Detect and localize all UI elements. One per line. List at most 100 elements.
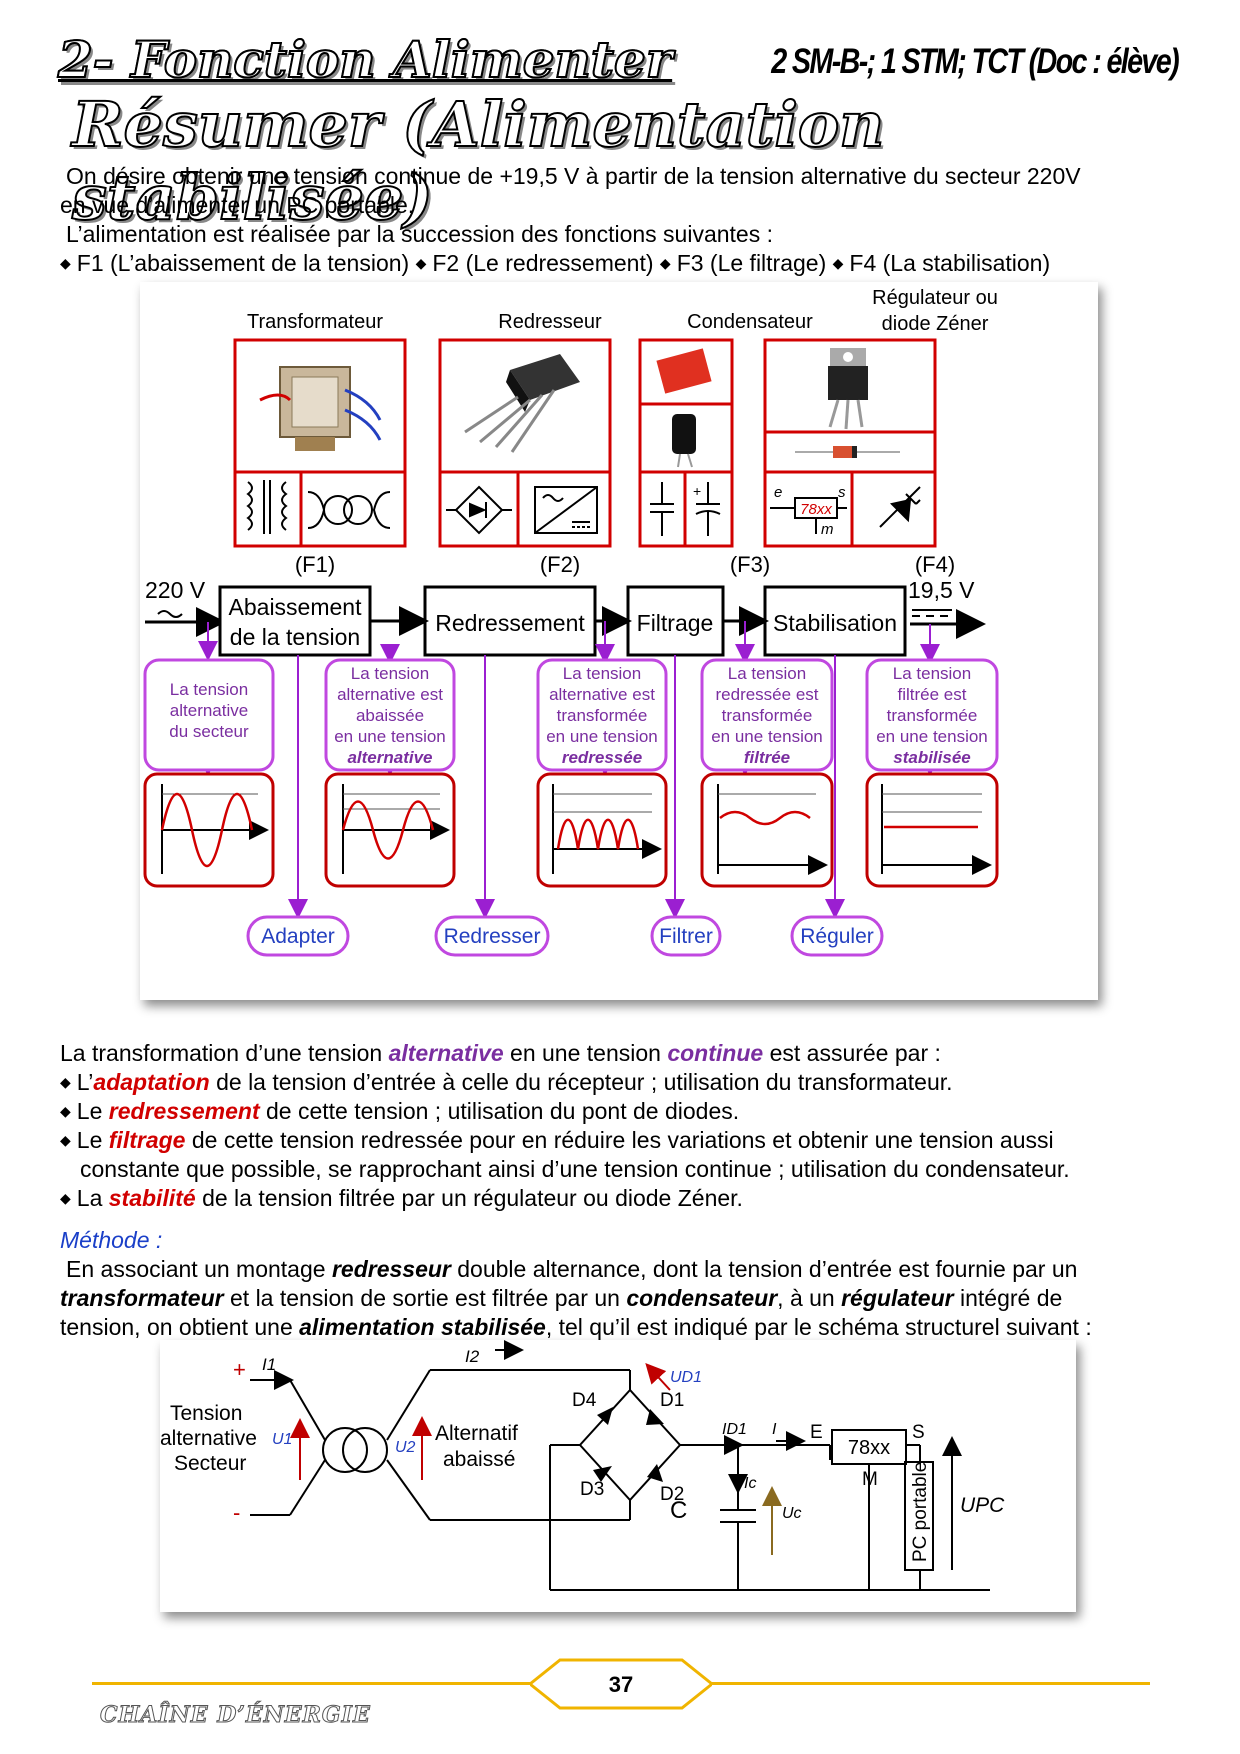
method-s1: En associant un montage — [66, 1256, 332, 1282]
desc4-emph: filtrée — [744, 748, 790, 767]
desc3-l4: en une tension — [546, 727, 658, 746]
transformer-symbol-icon — [246, 480, 391, 534]
desc2-l2: alternative est — [337, 685, 443, 704]
item4-post: de la tension filtrée par un régulateur … — [195, 1185, 743, 1211]
bridge-rectifier-photo-icon — [464, 354, 580, 453]
item2-post: de cette tension ; utilisation du pont d… — [259, 1098, 740, 1124]
dc-icon — [912, 609, 952, 617]
method-section: Méthode : En associant un montage redres… — [60, 1226, 1180, 1342]
diode-d4: D4 — [572, 1390, 597, 1411]
desc5-l2: filtrée est — [898, 685, 967, 704]
footer-line-right — [710, 1682, 1150, 1685]
bullet-icon: ◆ — [60, 1190, 71, 1206]
page-number-badge: 37 — [527, 1658, 715, 1710]
upc-label: UPC — [960, 1494, 1005, 1517]
ac-icon — [157, 610, 183, 618]
desc5-emph: stabilisée — [893, 748, 971, 767]
capacitor-photo-icon — [656, 348, 712, 468]
i2-label: I2 — [465, 1347, 480, 1366]
waveform-rectified — [552, 784, 662, 874]
method-line3: tension, on obtient une alimentation sta… — [60, 1313, 1180, 1342]
bullet-icon: ◆ — [60, 1074, 71, 1090]
reg-pin-e: e — [774, 484, 782, 501]
id1-label: ID1 — [722, 1421, 747, 1438]
desc1-l2: alternative — [170, 701, 248, 720]
capacitor-symbol-icon: + — [650, 482, 721, 536]
waveform-stabilized — [881, 784, 992, 875]
summary-item-4: ◆ La stabilité de la tension filtrée par … — [60, 1184, 1180, 1213]
summary-intro: La transformation d’une tension alternat… — [60, 1039, 1180, 1068]
ud1-label: UD1 — [670, 1369, 702, 1386]
desc4-l2: redressée est — [716, 685, 819, 704]
page-subtitle: Résumer (Alimentation stabilisée) — [71, 87, 885, 235]
input-voltage-label: 220 V — [145, 577, 206, 603]
item1-post: de la tension d’entrée à celle du récept… — [209, 1069, 953, 1095]
zener-photo-icon — [795, 446, 900, 458]
i-label: I — [772, 1421, 777, 1438]
transformer-box — [233, 338, 407, 548]
bridge-symbol-icon — [446, 485, 512, 535]
item3-post: de cette tension redressée pour en rédui… — [185, 1127, 1054, 1153]
zener-symbol-icon — [879, 486, 921, 528]
code-f2: (F2) — [540, 552, 580, 577]
function-f1: F1 (L’abaissement de la tension) — [76, 250, 410, 276]
action-redresser: Redresser — [444, 925, 541, 948]
item4-pre: La — [76, 1185, 109, 1211]
source-l2: alternative — [160, 1427, 257, 1450]
pin-s: S — [912, 1422, 925, 1443]
waveform-boxes — [143, 772, 999, 888]
desc1-l1: La tension — [170, 680, 248, 699]
i1-label: I1 — [262, 1355, 276, 1374]
desc4-l1: La tension — [728, 664, 806, 683]
waveform-filtered — [717, 784, 828, 875]
action-adapter: Adapter — [261, 925, 335, 948]
source-l1: Tension — [170, 1402, 242, 1425]
desc2-l3: abaissée — [356, 706, 424, 725]
method-s4: , à un — [777, 1285, 842, 1311]
capacitor-box — [638, 338, 734, 548]
u1-label: U1 — [272, 1431, 292, 1448]
method-s7: , tel qu’il est indiqué par le schéma st… — [545, 1314, 1092, 1340]
method-line1: En associant un montage redresseur doubl… — [60, 1255, 1180, 1284]
circuit-wires — [250, 1369, 990, 1591]
method-k4: régulateur — [841, 1285, 954, 1311]
item3-key: filtrage — [108, 1127, 186, 1153]
block-abaissement — [218, 585, 372, 657]
regulator-symbol-icon: 78xx e s m — [770, 484, 847, 538]
pin-e: E — [810, 1422, 823, 1443]
summary-keyword-continue: continue — [667, 1040, 764, 1066]
method-k2: transformateur — [60, 1285, 224, 1311]
diode-d3: D3 — [580, 1479, 604, 1500]
item4-key: stabilité — [108, 1185, 196, 1211]
intro-paragraph: On désire obtenir une tension continue d… — [60, 162, 1180, 278]
label-redresseur: Redresseur — [498, 311, 602, 333]
bullet-icon: ◆ — [659, 255, 671, 271]
method-line2: transformateur et la tension de sortie e… — [60, 1284, 1180, 1313]
summary-intro-c: est assurée par : — [763, 1040, 941, 1066]
label-zener: diode Zéner — [882, 313, 989, 335]
item3-pre: Le — [76, 1127, 109, 1153]
desc2-emph: alternative — [347, 748, 432, 767]
desc3-l3: transformée — [557, 706, 648, 725]
method-s5: intégré de — [953, 1285, 1063, 1311]
desc5-l3: transformée — [887, 706, 978, 725]
bullet-icon: ◆ — [60, 255, 71, 271]
plus-label: + — [233, 1357, 246, 1382]
method-k5: alimentation stabilisée — [299, 1314, 546, 1340]
desc3-emph: redressée — [562, 748, 642, 767]
function-list: ◆F1 (L’abaissement de la tension) ◆F2 (L… — [60, 249, 1180, 278]
block-filtrage-label: Filtrage — [637, 610, 714, 636]
desc5-l4: en une tension — [876, 727, 988, 746]
class-label: 2 SM-B-; 1 STM; TCT (Doc : élève) — [771, 42, 1179, 81]
item2-pre: Le — [76, 1098, 109, 1124]
summary-intro-b: en une tension — [503, 1040, 668, 1066]
item1-pre: L’ — [76, 1069, 94, 1095]
minus-label: - — [233, 1500, 240, 1525]
block-diagram: Transformateur Redresseur Condensateur R… — [143, 287, 999, 957]
intro-line2: en vue d’alimenter un PC portable. — [60, 192, 415, 218]
summary-item-1: ◆L’adaptation de la tension d’entrée à c… — [60, 1068, 1180, 1097]
waveform-ac-reduced — [341, 784, 450, 874]
page-title: 2- Fonction Alimenter — [57, 29, 673, 90]
label-transformateur: Transformateur — [247, 311, 383, 333]
desc3-l1: La tension — [563, 664, 641, 683]
